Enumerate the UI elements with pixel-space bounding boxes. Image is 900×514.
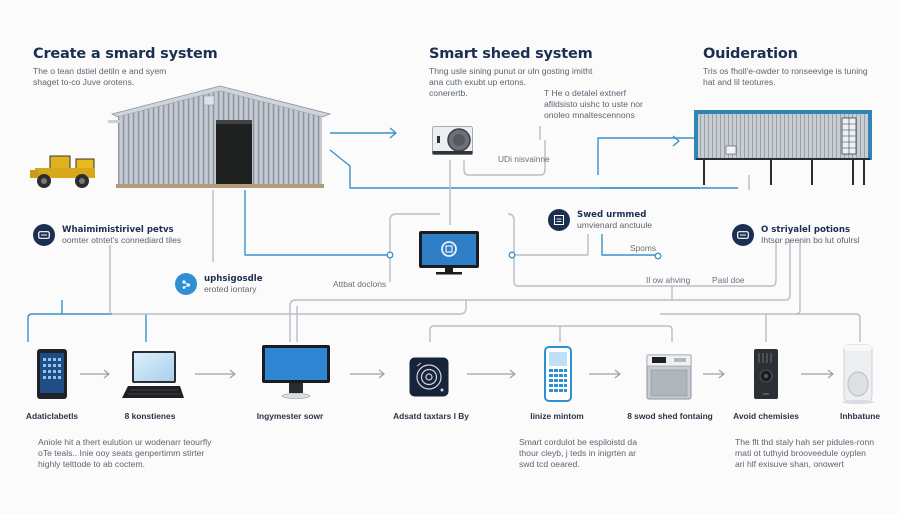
heater-icon xyxy=(754,349,778,399)
wire-mid-bus xyxy=(289,240,791,342)
shed-detail-callout: T He o detalel extnerf afildsisto uishc … xyxy=(544,88,643,120)
arrow-head-ac xyxy=(389,127,397,139)
card-icon xyxy=(33,224,55,246)
wire-shed-to-monitor xyxy=(244,190,390,256)
arrow-head-container xyxy=(672,135,680,147)
note-item: Swed urmmed umvienard anctuule xyxy=(548,209,652,231)
wire-top-bus xyxy=(112,300,467,315)
arrow-4 xyxy=(467,369,516,379)
arrow-7 xyxy=(801,369,834,379)
device-label: linize mintom xyxy=(530,411,584,421)
section-description: Thng usle sining punut or uln gosting im… xyxy=(429,66,593,98)
arrow-3 xyxy=(350,369,385,379)
note-subtitle: eroted iontary xyxy=(204,284,257,294)
arrow-6 xyxy=(703,369,725,379)
loader-vehicle-icon xyxy=(30,155,95,188)
network-icon xyxy=(175,273,197,295)
chip-icon xyxy=(548,209,570,231)
note-item: Whaimimistirivel petvs oomter otntet's c… xyxy=(33,224,181,246)
abt-label: Attbat doclons xyxy=(333,279,387,289)
warehouse-shed-image xyxy=(108,85,332,188)
note-title: Swed urmmed xyxy=(577,210,647,220)
arrow-5 xyxy=(589,369,621,379)
phone-icon xyxy=(544,346,572,402)
device-label: Adaticlabetls xyxy=(25,411,79,421)
wire-right-loop xyxy=(507,213,777,287)
section-title: Smart sheed system xyxy=(429,46,593,62)
tablet-icon xyxy=(37,349,67,399)
note-item: O striyalel potions Ihtsor peenin bo lut… xyxy=(732,224,859,246)
note-subtitle: umvienard anctuule xyxy=(577,220,653,230)
arrow-2 xyxy=(195,369,236,379)
wire-to-container xyxy=(597,137,700,175)
section-create-smard-system: Create a smard system The o tean dstiel … xyxy=(33,46,218,88)
note-title: uphsigosdle xyxy=(204,274,263,284)
device-label: Adsatd taxtars I By xyxy=(393,411,469,421)
wire-node xyxy=(386,251,394,259)
device-label: Avoid chemisies xyxy=(733,411,799,421)
wire-shed-to-ac xyxy=(329,149,700,189)
section-title: Create a smard system xyxy=(33,46,218,62)
section-description: Tris os fholl'e-owder to ronseevige is t… xyxy=(703,66,868,87)
wire-node xyxy=(654,252,662,260)
footnote: The flt thd staly hah ser pidules-ronn m… xyxy=(735,437,875,469)
footnote: Aniole hit a thert eulution ur wodenarr … xyxy=(38,437,212,469)
card-icon xyxy=(732,224,754,246)
wire-left-of-monitor xyxy=(389,213,440,282)
pasl-label: Pasl doe xyxy=(712,275,745,285)
device-label: Ingymester sowr xyxy=(256,411,324,421)
section-smart-sheed-system: Smart sheed system Thng usle sining punu… xyxy=(429,46,593,99)
wire-ac-loop xyxy=(463,140,546,176)
device-label: 8 konstienes xyxy=(124,411,176,421)
speaker-icon xyxy=(409,357,449,397)
flow-label: Il ow ahving xyxy=(646,275,691,285)
ac-unit-icon xyxy=(432,126,473,155)
wire-device-bus-blue xyxy=(27,313,112,342)
note-title: O striyalel potions xyxy=(761,225,851,235)
central-monitor-icon xyxy=(419,231,479,275)
section-description: The o tean dstiel detiln e and syem shag… xyxy=(33,66,167,87)
device-label: 8 swod shed fontaing xyxy=(627,411,713,421)
appliance-icon xyxy=(646,354,692,400)
wire-right-bus xyxy=(795,240,861,342)
note-subtitle: Ihtsor peenin bo lut ofulrsl xyxy=(761,235,860,245)
purifier-icon xyxy=(842,344,874,404)
monitor-icon xyxy=(262,345,330,399)
note-title: Whaimimistirivel petvs xyxy=(62,225,174,235)
wire-spoms xyxy=(601,234,658,256)
section-ouideration: Ouideration Tris os fholl'e-owder to ron… xyxy=(703,46,868,88)
wire-node xyxy=(508,251,516,259)
wire-right-of-monitor xyxy=(512,234,589,256)
spoms-label: Spoms xyxy=(630,243,657,253)
laptop-icon xyxy=(122,351,184,398)
section-title: Ouideration xyxy=(703,46,798,62)
footnote: Smart cordulot be espiloistd da thour cl… xyxy=(519,437,637,469)
arrow-1 xyxy=(80,369,110,379)
elevated-container-image xyxy=(694,110,872,185)
device-label: Inhbatune xyxy=(839,411,881,421)
note-subtitle: oomter otntet's connediard tiles xyxy=(62,235,182,245)
unit-label: UDi nisvainne xyxy=(498,154,550,164)
note-item: uphsigosdle eroted iontary xyxy=(175,273,263,295)
wire-lower-box xyxy=(429,325,673,342)
